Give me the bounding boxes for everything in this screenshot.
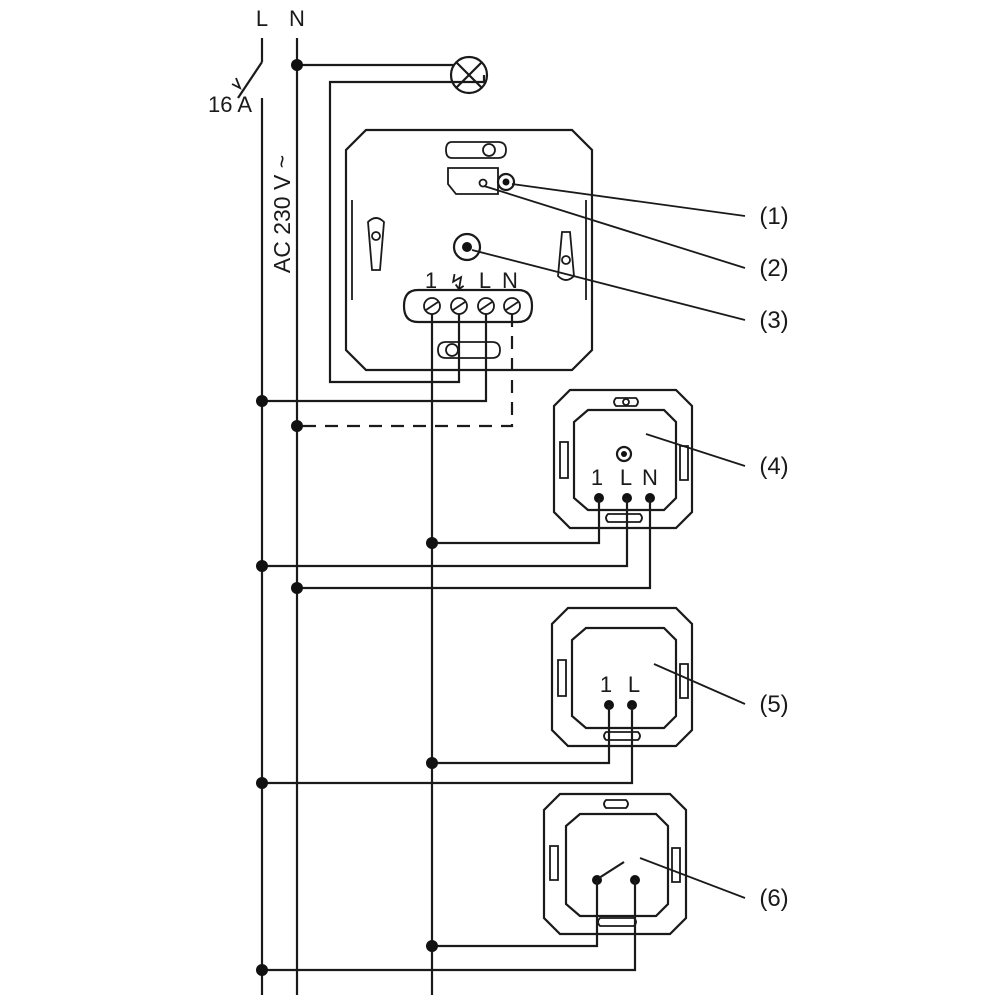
callout-6: (6) bbox=[759, 885, 788, 912]
callout-4: (4) bbox=[759, 453, 788, 480]
extension-4-wiring bbox=[262, 498, 652, 590]
main-device-terminal-block bbox=[402, 288, 534, 324]
pushbutton-unit-6 bbox=[542, 792, 688, 936]
junction-dots bbox=[256, 59, 438, 976]
breaker-rating: 16 A bbox=[208, 92, 252, 117]
main-device-left-slot bbox=[367, 217, 385, 271]
callout-3: (3) bbox=[759, 307, 788, 334]
main-terminal-dim-label: ↯ bbox=[449, 270, 467, 295]
pushbutton-6-wiring bbox=[262, 880, 637, 972]
pushbutton-contact-icon bbox=[598, 861, 625, 879]
neutral-label: N bbox=[289, 6, 305, 31]
trim-led-icon bbox=[478, 178, 488, 188]
ext4-terminal-1-label: 1 bbox=[591, 465, 603, 490]
callout-leaders bbox=[471, 183, 746, 899]
extension-unit-4 bbox=[552, 388, 694, 530]
main-device-top-slot bbox=[445, 141, 507, 159]
ext4-terminal-n-label: N bbox=[642, 465, 658, 490]
extension-unit-5 bbox=[550, 606, 694, 748]
callout-5: (5) bbox=[759, 691, 788, 718]
ext4-terminal-l-label: L bbox=[620, 465, 632, 490]
ext5-terminal-l-label: L bbox=[628, 672, 640, 697]
callout-2: (2) bbox=[759, 255, 788, 282]
breaker-switch-blade bbox=[237, 61, 263, 99]
main-terminal-1-label: 1 bbox=[425, 268, 437, 293]
main-device-bottom-slot bbox=[437, 341, 501, 359]
main-terminal-n-label: N bbox=[502, 268, 518, 293]
callout-1: (1) bbox=[759, 203, 788, 230]
main-device-trim-housing bbox=[447, 167, 499, 195]
breaker-arrow bbox=[231, 77, 242, 90]
phase-label: L bbox=[256, 6, 268, 31]
main-device bbox=[344, 128, 594, 372]
supply-voltage: AC 230 V ~ bbox=[269, 155, 295, 273]
ext5-terminal-1-label: 1 bbox=[600, 672, 612, 697]
main-terminal-l-label: L bbox=[479, 268, 491, 293]
main-device-wiring bbox=[262, 63, 514, 995]
supply-lines bbox=[231, 38, 299, 995]
lamp-icon bbox=[449, 55, 489, 95]
extension-5-wiring bbox=[262, 705, 634, 785]
